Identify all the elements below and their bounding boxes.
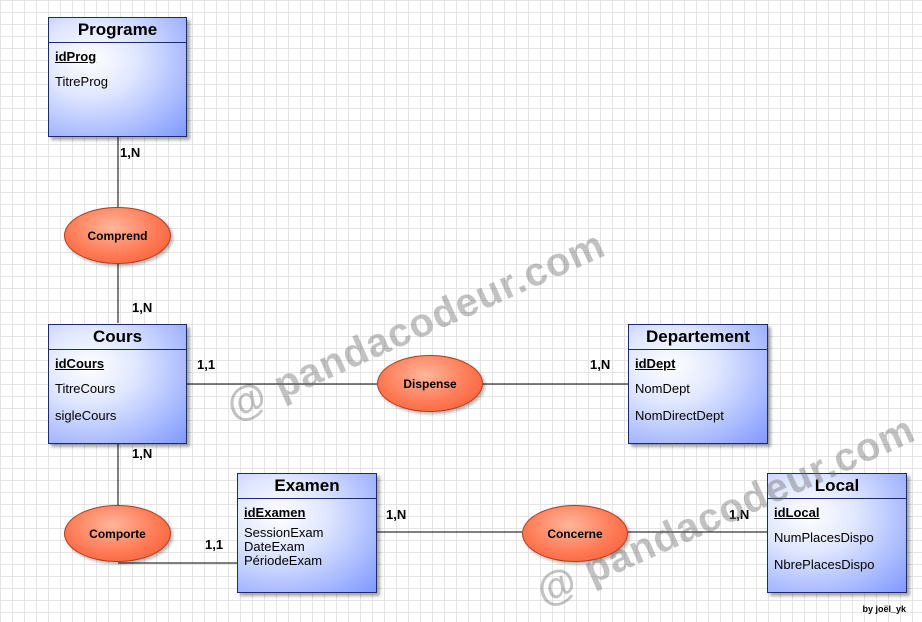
attribute: TitreProg xyxy=(55,74,108,89)
primary-key: idProg xyxy=(55,49,97,64)
cardinality-examen-concerne: 1,N xyxy=(386,507,407,522)
entity-title: Examen xyxy=(238,474,376,499)
entity-examen[interactable]: Examen idExamen SessionExam DateExam Pér… xyxy=(237,473,377,593)
relation-concerne[interactable]: Concerne xyxy=(522,505,628,562)
attribute: sigleCours xyxy=(55,408,117,423)
primary-key: idCours xyxy=(55,356,105,371)
entity-local[interactable]: Local idLocal NumPlacesDispo NbrePlacesD… xyxy=(767,473,907,593)
primary-key: idExamen xyxy=(244,505,306,520)
relation-comprend[interactable]: Comprend xyxy=(64,207,171,264)
entity-title: Cours xyxy=(49,325,186,350)
attribute: PériodeExam xyxy=(244,553,323,568)
cardinality-cours-comporte: 1,N xyxy=(132,446,153,461)
entity-title: Local xyxy=(768,474,906,499)
entity-programe[interactable]: Programe idProg TitreProg xyxy=(48,17,187,137)
attribute: NomDept xyxy=(635,381,690,396)
cardinality-examen-comporte: 1,1 xyxy=(205,537,224,552)
attribute: NumPlacesDispo xyxy=(774,530,874,545)
attribute: NomDirectDept xyxy=(635,408,724,423)
cardinality-local-concerne: 1,N xyxy=(729,507,750,522)
entity-cours[interactable]: Cours idCours TitreCours sigleCours xyxy=(48,324,187,444)
cardinality-cours-comprend: 1,N xyxy=(132,300,153,315)
entity-title: Departement xyxy=(629,325,767,350)
attribute: SessionExam xyxy=(244,525,324,540)
attribute: DateExam xyxy=(244,539,305,554)
relation-dispense[interactable]: Dispense xyxy=(377,355,483,412)
relation-comporte[interactable]: Comporte xyxy=(64,505,171,562)
primary-key: idLocal xyxy=(774,505,820,520)
attribute: TitreCours xyxy=(55,381,116,396)
entity-title: Programe xyxy=(49,18,186,43)
primary-key: idDept xyxy=(635,356,676,371)
cardinality-cours-dispense: 1,1 xyxy=(197,357,216,372)
entity-departement[interactable]: Departement idDept NomDept NomDirectDept xyxy=(628,324,768,444)
author-credit: by joël_yk xyxy=(862,604,906,614)
cardinality-departement-dispense: 1,N xyxy=(590,357,611,372)
cardinality-programe-comprend: 1,N xyxy=(120,145,141,160)
attribute: NbrePlacesDispo xyxy=(774,557,875,572)
